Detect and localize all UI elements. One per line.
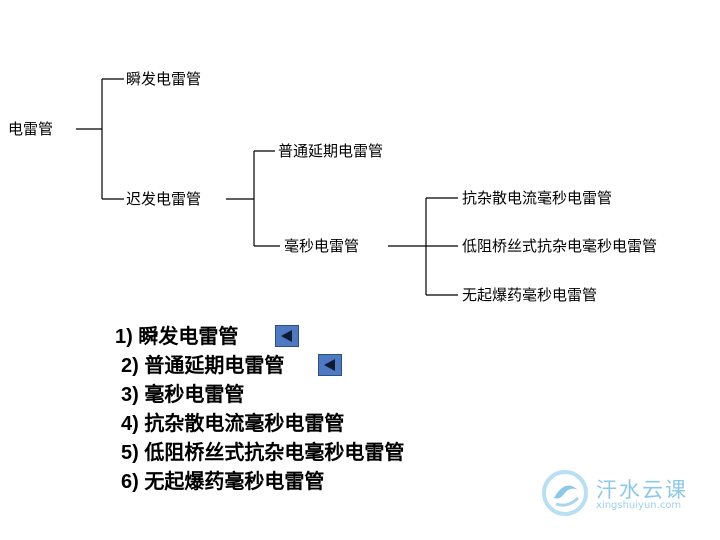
list-item: 1) 瞬发电雷管 (115, 326, 239, 348)
logo-name: 汗水云课 (596, 478, 688, 502)
tree-node-ms-antistatic: 抗杂散电流毫秒电雷管 (462, 189, 613, 207)
tree-node-ms-low-resistance: 低阻桥丝式抗杂电毫秒电雷管 (462, 237, 658, 255)
tree-connectors (76, 78, 458, 296)
tree-node-millisecond: 毫秒电雷管 (284, 237, 360, 255)
list-item: 4) 抗杂散电流毫秒电雷管 (121, 413, 345, 435)
tree-node-delay: 迟发电雷管 (126, 190, 202, 208)
list-item: 6) 无起爆药毫秒电雷管 (121, 471, 325, 493)
back-arrow-icon (281, 330, 292, 342)
tree-node-ordinary-delay: 普通延期电雷管 (278, 142, 384, 160)
back-button-1[interactable] (275, 325, 299, 347)
list-item: 2) 普通延期电雷管 (121, 355, 285, 377)
back-button-2[interactable] (318, 354, 342, 376)
tree-node-instant: 瞬发电雷管 (126, 70, 202, 88)
back-arrow-icon (324, 359, 335, 371)
watermark-logo: 汗水云课 xingshuiyun.com (540, 468, 715, 518)
logo-url: xingshuiyun.com (596, 500, 682, 511)
water-drop-logo-icon (542, 470, 588, 516)
tree-node-root: 电雷管 (8, 120, 54, 138)
list-item: 5) 低阻桥丝式抗杂电毫秒电雷管 (121, 442, 405, 464)
tree-node-ms-no-flash: 无起爆药毫秒电雷管 (462, 286, 598, 304)
list-item: 3) 毫秒电雷管 (121, 384, 245, 406)
